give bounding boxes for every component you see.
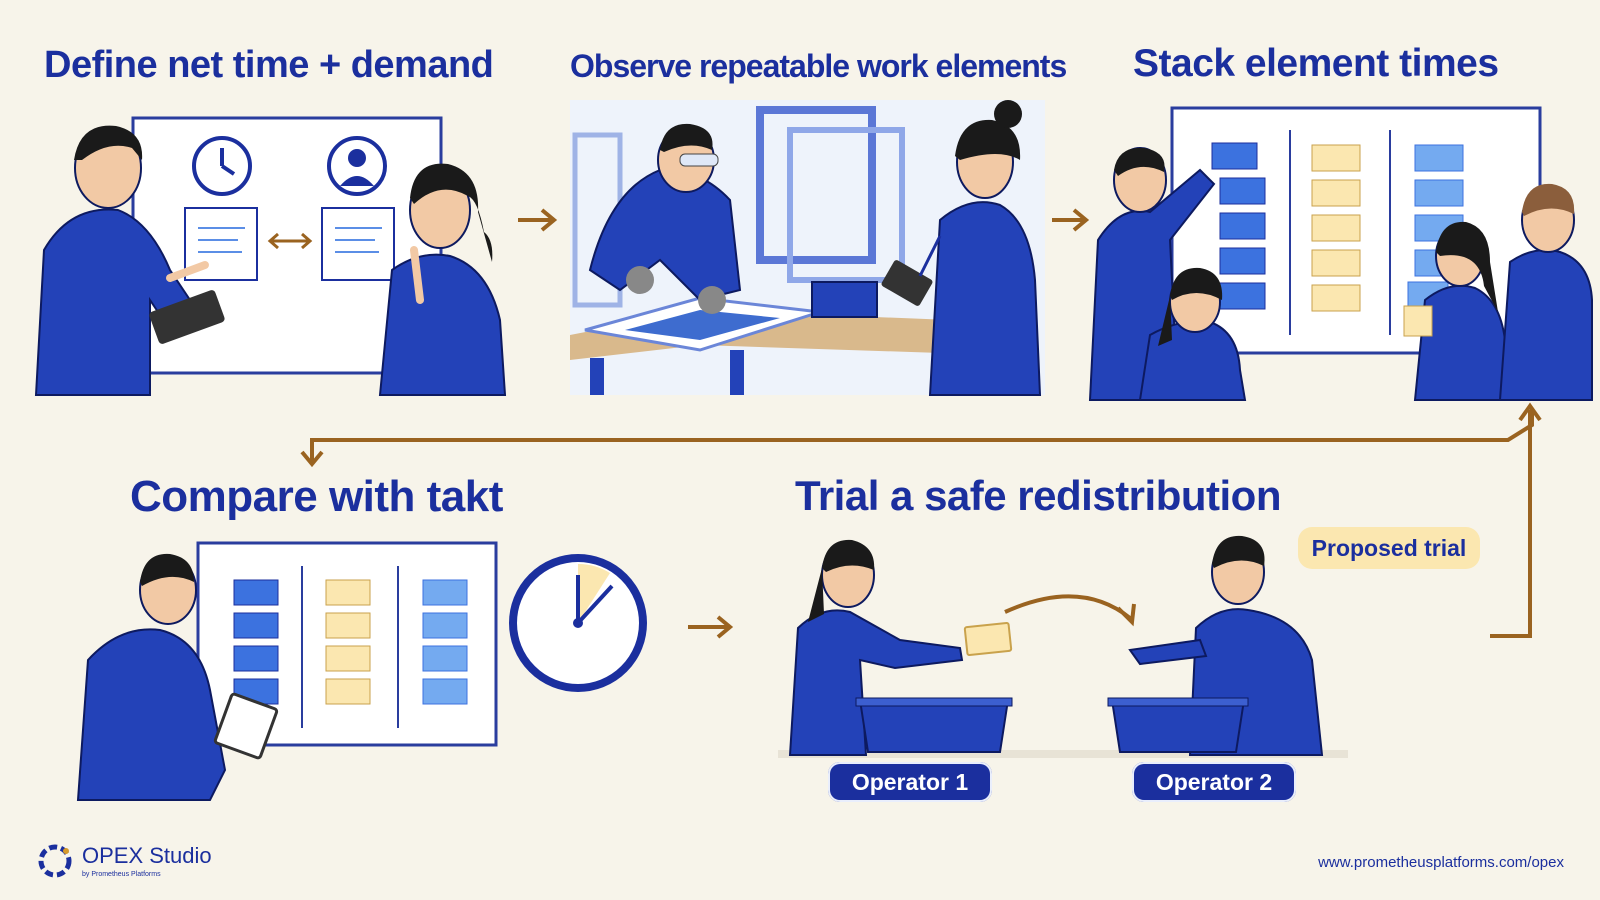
brand-logo-icon	[38, 844, 72, 878]
worker-woman	[1138, 267, 1247, 401]
loop-connector	[310, 408, 1534, 462]
clock-icon	[192, 136, 252, 196]
step-title-compare: Compare with takt	[130, 472, 503, 521]
handoff-arrow	[1004, 594, 1132, 620]
footer-url[interactable]: www.prometheusplatforms.com/opex	[1318, 854, 1564, 871]
worker-man	[1088, 147, 1216, 401]
operator-1-label: Operator 1	[828, 762, 992, 802]
step-title-stack: Stack element times	[1133, 42, 1499, 85]
task-note-stack	[1211, 142, 1266, 310]
brand-name: OPEX Studio	[82, 842, 212, 868]
worker-woman	[1403, 221, 1512, 401]
brand: OPEX Studio by Prometheus Platforms	[36, 842, 212, 880]
step-title-trial: Trial a safe redistribution	[795, 472, 1281, 519]
panel-observe	[570, 100, 1045, 396]
worker-man	[1498, 183, 1593, 401]
parts-bin	[811, 281, 878, 318]
task-note-stack	[1311, 144, 1361, 312]
parts-bin-icon	[855, 697, 1013, 753]
flow-arrow	[518, 208, 558, 232]
panel-define	[34, 116, 507, 396]
operator-2-label: Operator 2	[1132, 762, 1296, 802]
worker-man	[34, 125, 225, 396]
floor-line	[778, 750, 1348, 758]
return-connector	[1490, 410, 1532, 638]
customer-icon	[327, 136, 387, 196]
double-arrow-icon	[267, 232, 313, 250]
sticky-note	[1403, 305, 1433, 337]
window-frame	[787, 127, 905, 283]
worker-woman	[788, 539, 964, 756]
window-frame	[756, 106, 876, 264]
task-card	[963, 621, 1013, 657]
worker-woman	[881, 100, 1042, 396]
takt-clock-icon	[509, 554, 647, 692]
flow-arrow	[688, 615, 734, 639]
task-note-stack	[1407, 144, 1464, 309]
clipboard	[213, 692, 279, 760]
parts-bin-icon	[1107, 697, 1249, 753]
arrow-head	[1518, 402, 1542, 422]
task-note-stack	[422, 579, 468, 705]
proposed-trial-badge: Proposed trial	[1298, 527, 1480, 569]
worker-man	[76, 553, 279, 801]
worker-woman	[378, 163, 507, 396]
panel-stack	[1088, 106, 1593, 401]
glass-pane	[625, 310, 780, 340]
document-icon	[321, 207, 395, 281]
arrow-head	[300, 450, 324, 468]
panel-trial	[778, 535, 1348, 758]
flow-arrow	[1052, 208, 1090, 232]
brand-subtitle: by Prometheus Platforms	[82, 870, 161, 878]
worker-man	[588, 123, 742, 314]
step-title-observe: Observe repeatable work elements	[570, 48, 1067, 84]
step-title-define: Define net time + demand	[44, 44, 494, 86]
task-note-stack	[325, 579, 371, 705]
panel-compare	[76, 541, 647, 801]
